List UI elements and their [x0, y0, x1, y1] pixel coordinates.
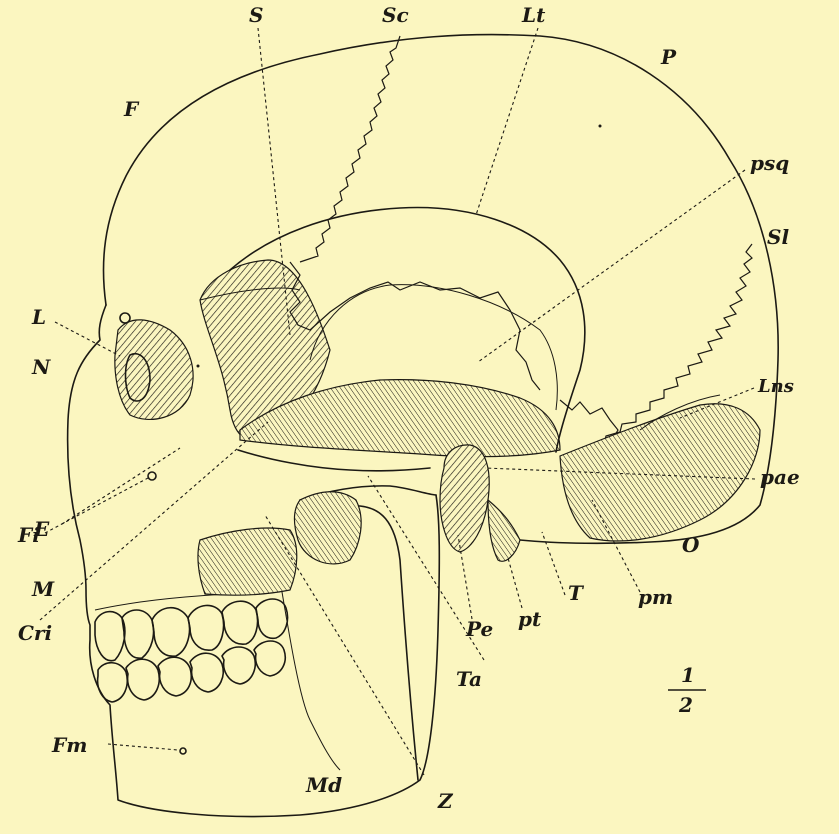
label-M: M — [31, 577, 55, 601]
label-psq: psq — [750, 151, 789, 175]
label-F: F — [123, 97, 140, 121]
mastoid — [488, 500, 520, 561]
coronoid — [294, 492, 361, 564]
label-Sl: Sl — [767, 225, 789, 249]
coronal-suture — [300, 36, 400, 262]
mandible-angle — [280, 580, 340, 770]
orbit — [115, 320, 193, 420]
dot-a — [197, 365, 200, 368]
label-Cri: Cri — [18, 621, 52, 645]
lacrimal-point — [120, 313, 130, 323]
label-pae: pae — [760, 465, 800, 489]
infraorbital-foramen — [148, 472, 156, 480]
label-P: P — [660, 45, 677, 69]
dot-b — [599, 125, 602, 128]
label-T: T — [568, 581, 585, 605]
label-pt: pt — [518, 607, 542, 631]
scale-numerator: 1 — [681, 663, 695, 687]
label-N: N — [31, 355, 51, 379]
label-S: S — [249, 3, 263, 27]
label-L: L — [31, 305, 46, 329]
label-pm: pm — [638, 585, 673, 609]
upper-teeth — [95, 599, 288, 661]
label-Md: Md — [305, 773, 342, 797]
label-O: O — [682, 533, 700, 557]
tympanic-ring — [440, 445, 489, 552]
label-Sc: Sc — [382, 3, 409, 27]
squamous-suture — [290, 262, 540, 390]
occipital — [560, 404, 760, 541]
label-Lns: Lns — [757, 376, 794, 397]
label-Z: Z — [437, 789, 454, 813]
scale-denominator: 2 — [678, 693, 693, 717]
label-Fm: Fm — [51, 733, 87, 757]
label-Pe: Pe — [465, 617, 493, 641]
label-Lt: Lt — [521, 3, 546, 27]
label-Fi: Fi — [17, 523, 40, 547]
label-Ta: Ta — [456, 667, 482, 691]
lower-teeth — [98, 641, 286, 702]
mental-foramen — [180, 748, 186, 754]
maxilla-shade — [198, 528, 297, 595]
